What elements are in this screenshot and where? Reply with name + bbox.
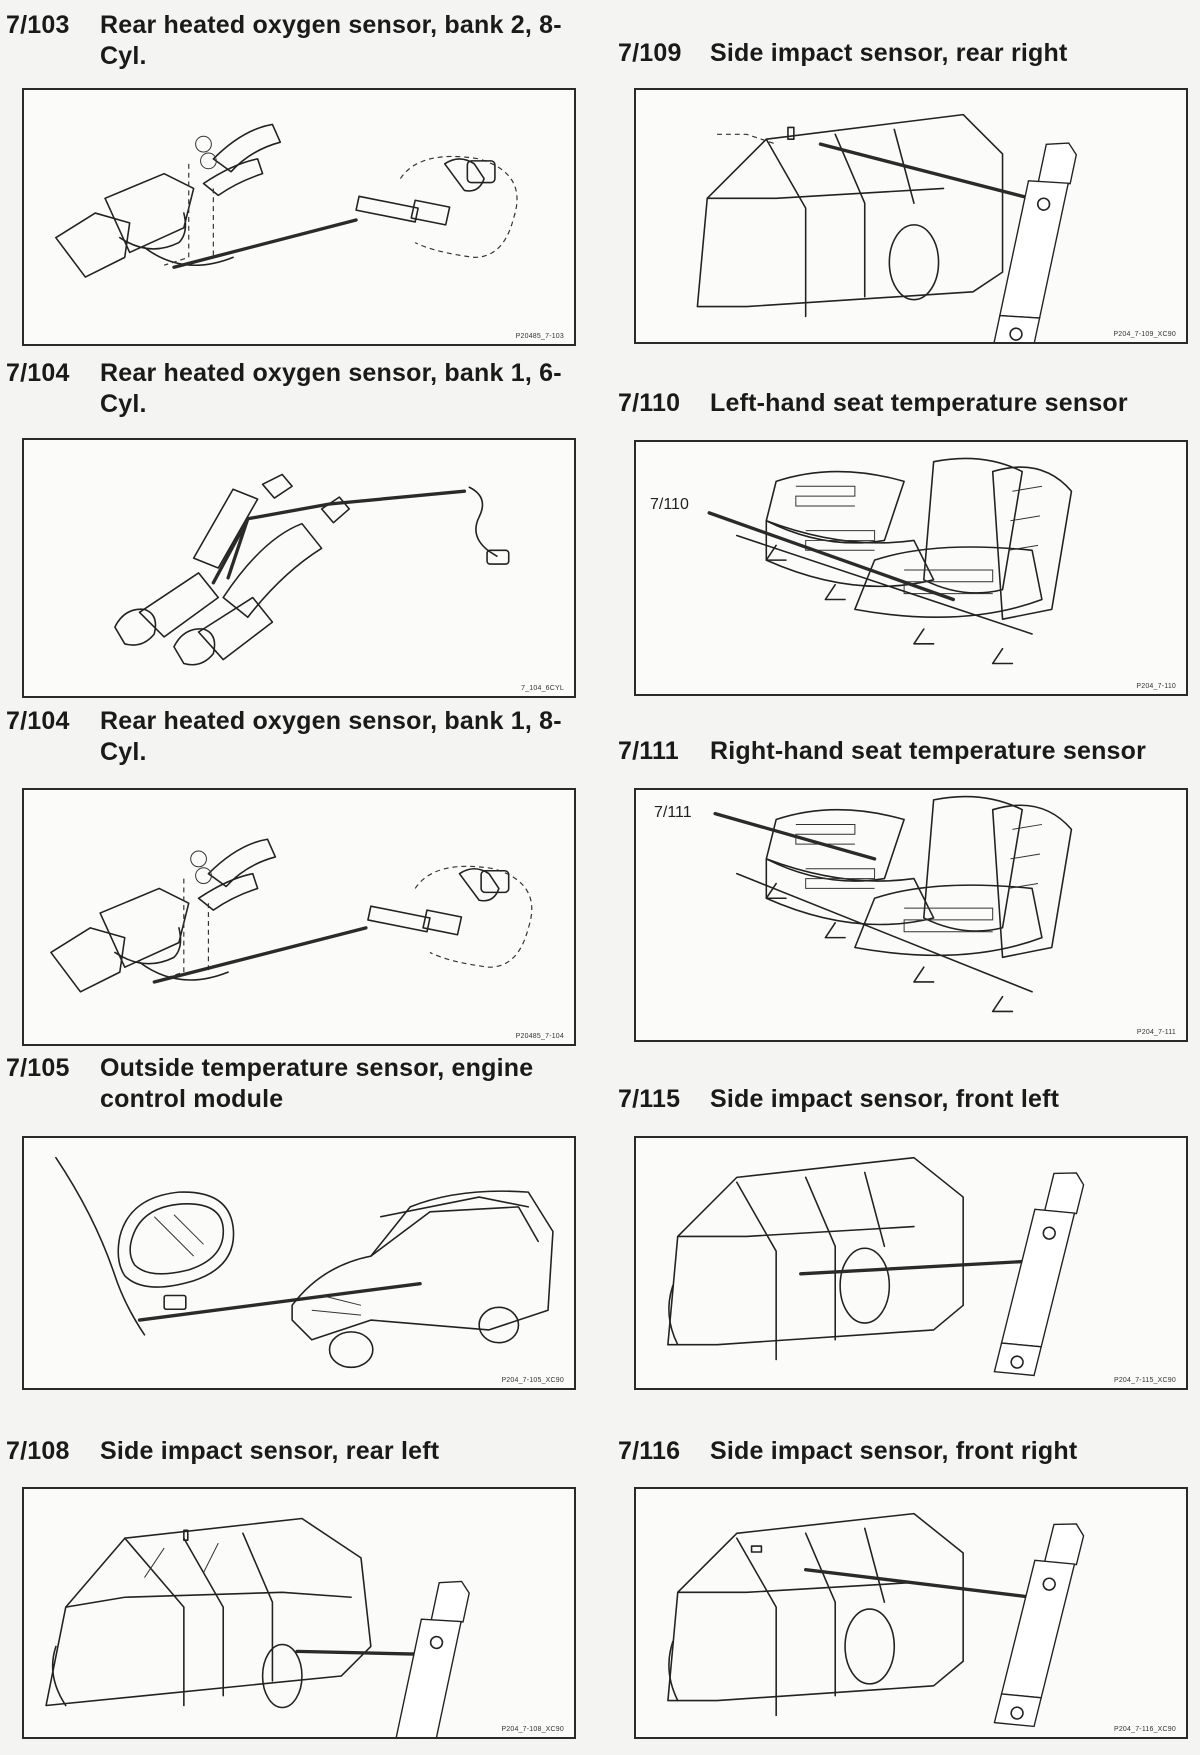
figure-right-seat-temp-sensor: 7/111 P204_7-111	[634, 788, 1188, 1042]
component-title: Side impact sensor, rear left	[100, 1437, 440, 1465]
entry-7-103: 7/103 Rear heated oxygen sensor, bank 2,…	[6, 10, 586, 72]
component-code: 7/116	[618, 1437, 681, 1465]
component-code: 7/105	[6, 1054, 70, 1082]
exhaust-manifold-illustration	[55, 123, 518, 278]
component-title: Right-hand seat temperature sensor	[710, 737, 1147, 765]
seat-heating-illustration	[713, 795, 1073, 1013]
entry-heading: 7/115 Side impact sensor, front left	[618, 1084, 1188, 1115]
component-title: Side impact sensor, front right	[710, 1437, 1078, 1465]
component-code: 7/104	[6, 707, 70, 735]
entry-heading: 7/110 Left-hand seat temperature sensor	[618, 388, 1188, 419]
entry-heading: 7/111 Right-hand seat temperature sensor	[618, 736, 1188, 767]
component-code: 7/104	[6, 359, 70, 387]
vehicle-and-sensor-illustration	[667, 1512, 1085, 1728]
catalytic-converter-illustration	[114, 473, 510, 666]
entry-7-109: 7/109 Side impact sensor, rear right	[618, 38, 1188, 69]
component-code: 7/111	[618, 737, 679, 765]
entry-7-105: 7/105 Outside temperature sensor, engine…	[6, 1053, 586, 1115]
mirror-and-vehicle-illustration	[55, 1156, 554, 1369]
figure-reference: P204_7-116_XC90	[1113, 1726, 1176, 1733]
entry-7-104-8cyl: 7/104 Rear heated oxygen sensor, bank 1,…	[6, 706, 586, 768]
figure-exhaust-8cyl-bank2: P20485_7-103	[22, 88, 576, 346]
figure-side-impact-rear-right: P204_7-109_XC90	[634, 88, 1188, 344]
entry-7-116: 7/116 Side impact sensor, front right	[618, 1436, 1188, 1467]
vehicle-and-sensor-illustration	[696, 113, 1078, 342]
entry-heading: 7/103 Rear heated oxygen sensor, bank 2,…	[6, 10, 586, 72]
entry-heading: 7/116 Side impact sensor, front right	[618, 1436, 1188, 1467]
figure-reference: P204_7-109_XC90	[1113, 331, 1176, 338]
component-code: 7/103	[6, 11, 70, 39]
component-title: Rear heated oxygen sensor, bank 2, 8-Cyl…	[100, 11, 562, 70]
seat-sensor-callout: 7/111	[654, 804, 692, 821]
component-code: 7/110	[618, 389, 681, 417]
exhaust-manifold-illustration	[50, 838, 533, 993]
component-title: Left-hand seat temperature sensor	[710, 389, 1128, 417]
figure-side-impact-rear-left: P204_7-108_XC90	[22, 1487, 576, 1739]
vehicle-and-sensor-illustration	[45, 1517, 470, 1737]
seat-sensor-callout: 7/110	[650, 496, 689, 513]
vehicle-and-sensor-illustration	[667, 1156, 1085, 1377]
component-title: Outside temperature sensor, engine contr…	[100, 1054, 534, 1113]
entry-heading: 7/104 Rear heated oxygen sensor, bank 1,…	[6, 706, 586, 768]
entry-heading: 7/105 Outside temperature sensor, engine…	[6, 1053, 586, 1115]
component-title: Rear heated oxygen sensor, bank 1, 6-Cyl…	[100, 359, 562, 418]
component-title: Side impact sensor, front left	[710, 1085, 1060, 1113]
figure-side-impact-front-left: P204_7-115_XC90	[634, 1136, 1188, 1390]
figure-outside-temp-sensor: P204_7-105_XC90	[22, 1136, 576, 1390]
figure-reference: P204_7-110	[1136, 683, 1176, 690]
component-code: 7/109	[618, 39, 682, 67]
figure-reference: P204_7-105_XC90	[501, 1377, 564, 1384]
entry-7-110: 7/110 Left-hand seat temperature sensor	[618, 388, 1188, 419]
figure-exhaust-8cyl-bank1: P20485_7-104	[22, 788, 576, 1046]
component-code: 7/108	[6, 1437, 70, 1465]
entry-7-115: 7/115 Side impact sensor, front left	[618, 1084, 1188, 1115]
figure-reference: P20485_7-103	[515, 333, 564, 340]
component-code: 7/115	[618, 1085, 681, 1113]
entry-7-104-6cyl: 7/104 Rear heated oxygen sensor, bank 1,…	[6, 358, 586, 420]
component-title: Rear heated oxygen sensor, bank 1, 8-Cyl…	[100, 707, 562, 766]
figure-left-seat-temp-sensor: 7/110 P204_7-110	[634, 440, 1188, 696]
figure-reference: P204_7-115_XC90	[1113, 1377, 1176, 1384]
component-title: Side impact sensor, rear right	[710, 39, 1068, 67]
entry-heading: 7/109 Side impact sensor, rear right	[618, 38, 1188, 69]
seat-heating-illustration	[707, 457, 1073, 665]
figure-reference: P20485_7-104	[515, 1033, 564, 1040]
entry-heading: 7/108 Side impact sensor, rear left	[6, 1436, 586, 1467]
figure-exhaust-6cyl-bank1: 7_104_6CYL	[22, 438, 576, 698]
figure-reference: P204_7-111	[1136, 1029, 1176, 1036]
figure-reference: P204_7-108_XC90	[501, 1726, 564, 1733]
entry-7-108: 7/108 Side impact sensor, rear left	[6, 1436, 586, 1467]
figure-side-impact-front-right: P204_7-116_XC90	[634, 1487, 1188, 1739]
entry-7-111: 7/111 Right-hand seat temperature sensor	[618, 736, 1188, 767]
entry-heading: 7/104 Rear heated oxygen sensor, bank 1,…	[6, 358, 586, 420]
figure-reference: 7_104_6CYL	[521, 685, 564, 692]
